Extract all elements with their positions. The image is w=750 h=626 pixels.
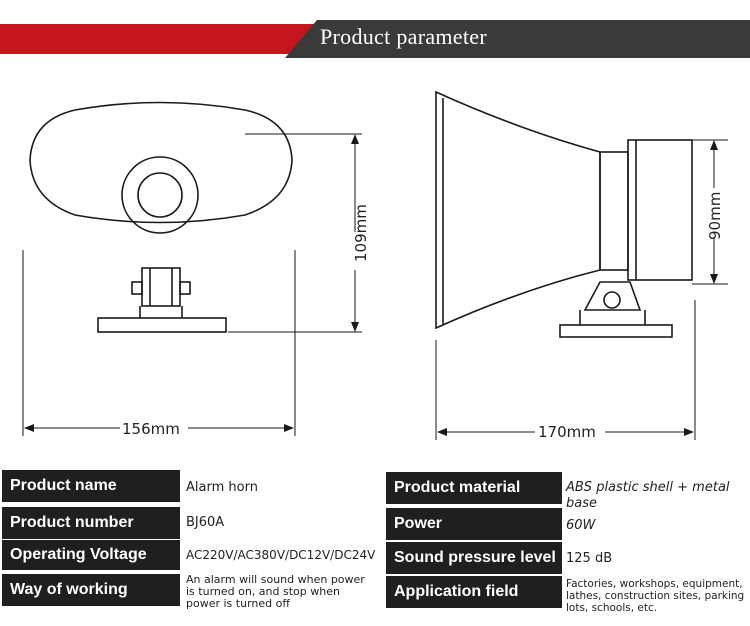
spec-label-way-of-working: Way of working [2,574,180,606]
spec-label-operating-voltage: Operating Voltage [2,540,180,570]
spec-label-sound-pressure: Sound pressure level [386,542,562,574]
spec-label-product-number: Product number [2,507,180,539]
header-banner: Product parameter [0,20,750,58]
dim-width-left: 156mm [122,420,180,438]
horn-drawings: 156mm 109mm 170mm 90mm [22,90,728,441]
spec-label-power: Power [386,508,562,540]
banner-dark-panel [285,20,750,58]
spec-value-sound-pressure: 125 dB [566,551,613,566]
page-title: Product parameter [320,24,487,49]
dim-height-right: 90mm [706,192,724,240]
spec-value-power: 60W [566,518,596,533]
spec-value-product-name: Alarm horn [186,480,258,495]
side-view-drawing [435,90,728,440]
spec-value-product-number: BJ60A [186,515,225,530]
banner-red-stripe [0,24,330,54]
spec-label-product-material: Product material [386,472,562,504]
front-view-drawing [22,101,362,436]
spec-value-application-field: Factories, workshops, equipment, lathes,… [566,578,745,614]
spec-value-operating-voltage: AC220V/AC380V/DC12V/DC24V [186,548,376,562]
spec-value-way-of-working: An alarm will sound when power is turned… [186,573,365,610]
spec-label-application-field: Application field [386,576,562,608]
spec-label-product-name: Product name [2,470,180,502]
spec-value-product-material: ABS plastic shell + metal base [566,480,730,511]
dim-width-right: 170mm [538,423,596,441]
dim-height-left: 109mm [352,204,370,262]
